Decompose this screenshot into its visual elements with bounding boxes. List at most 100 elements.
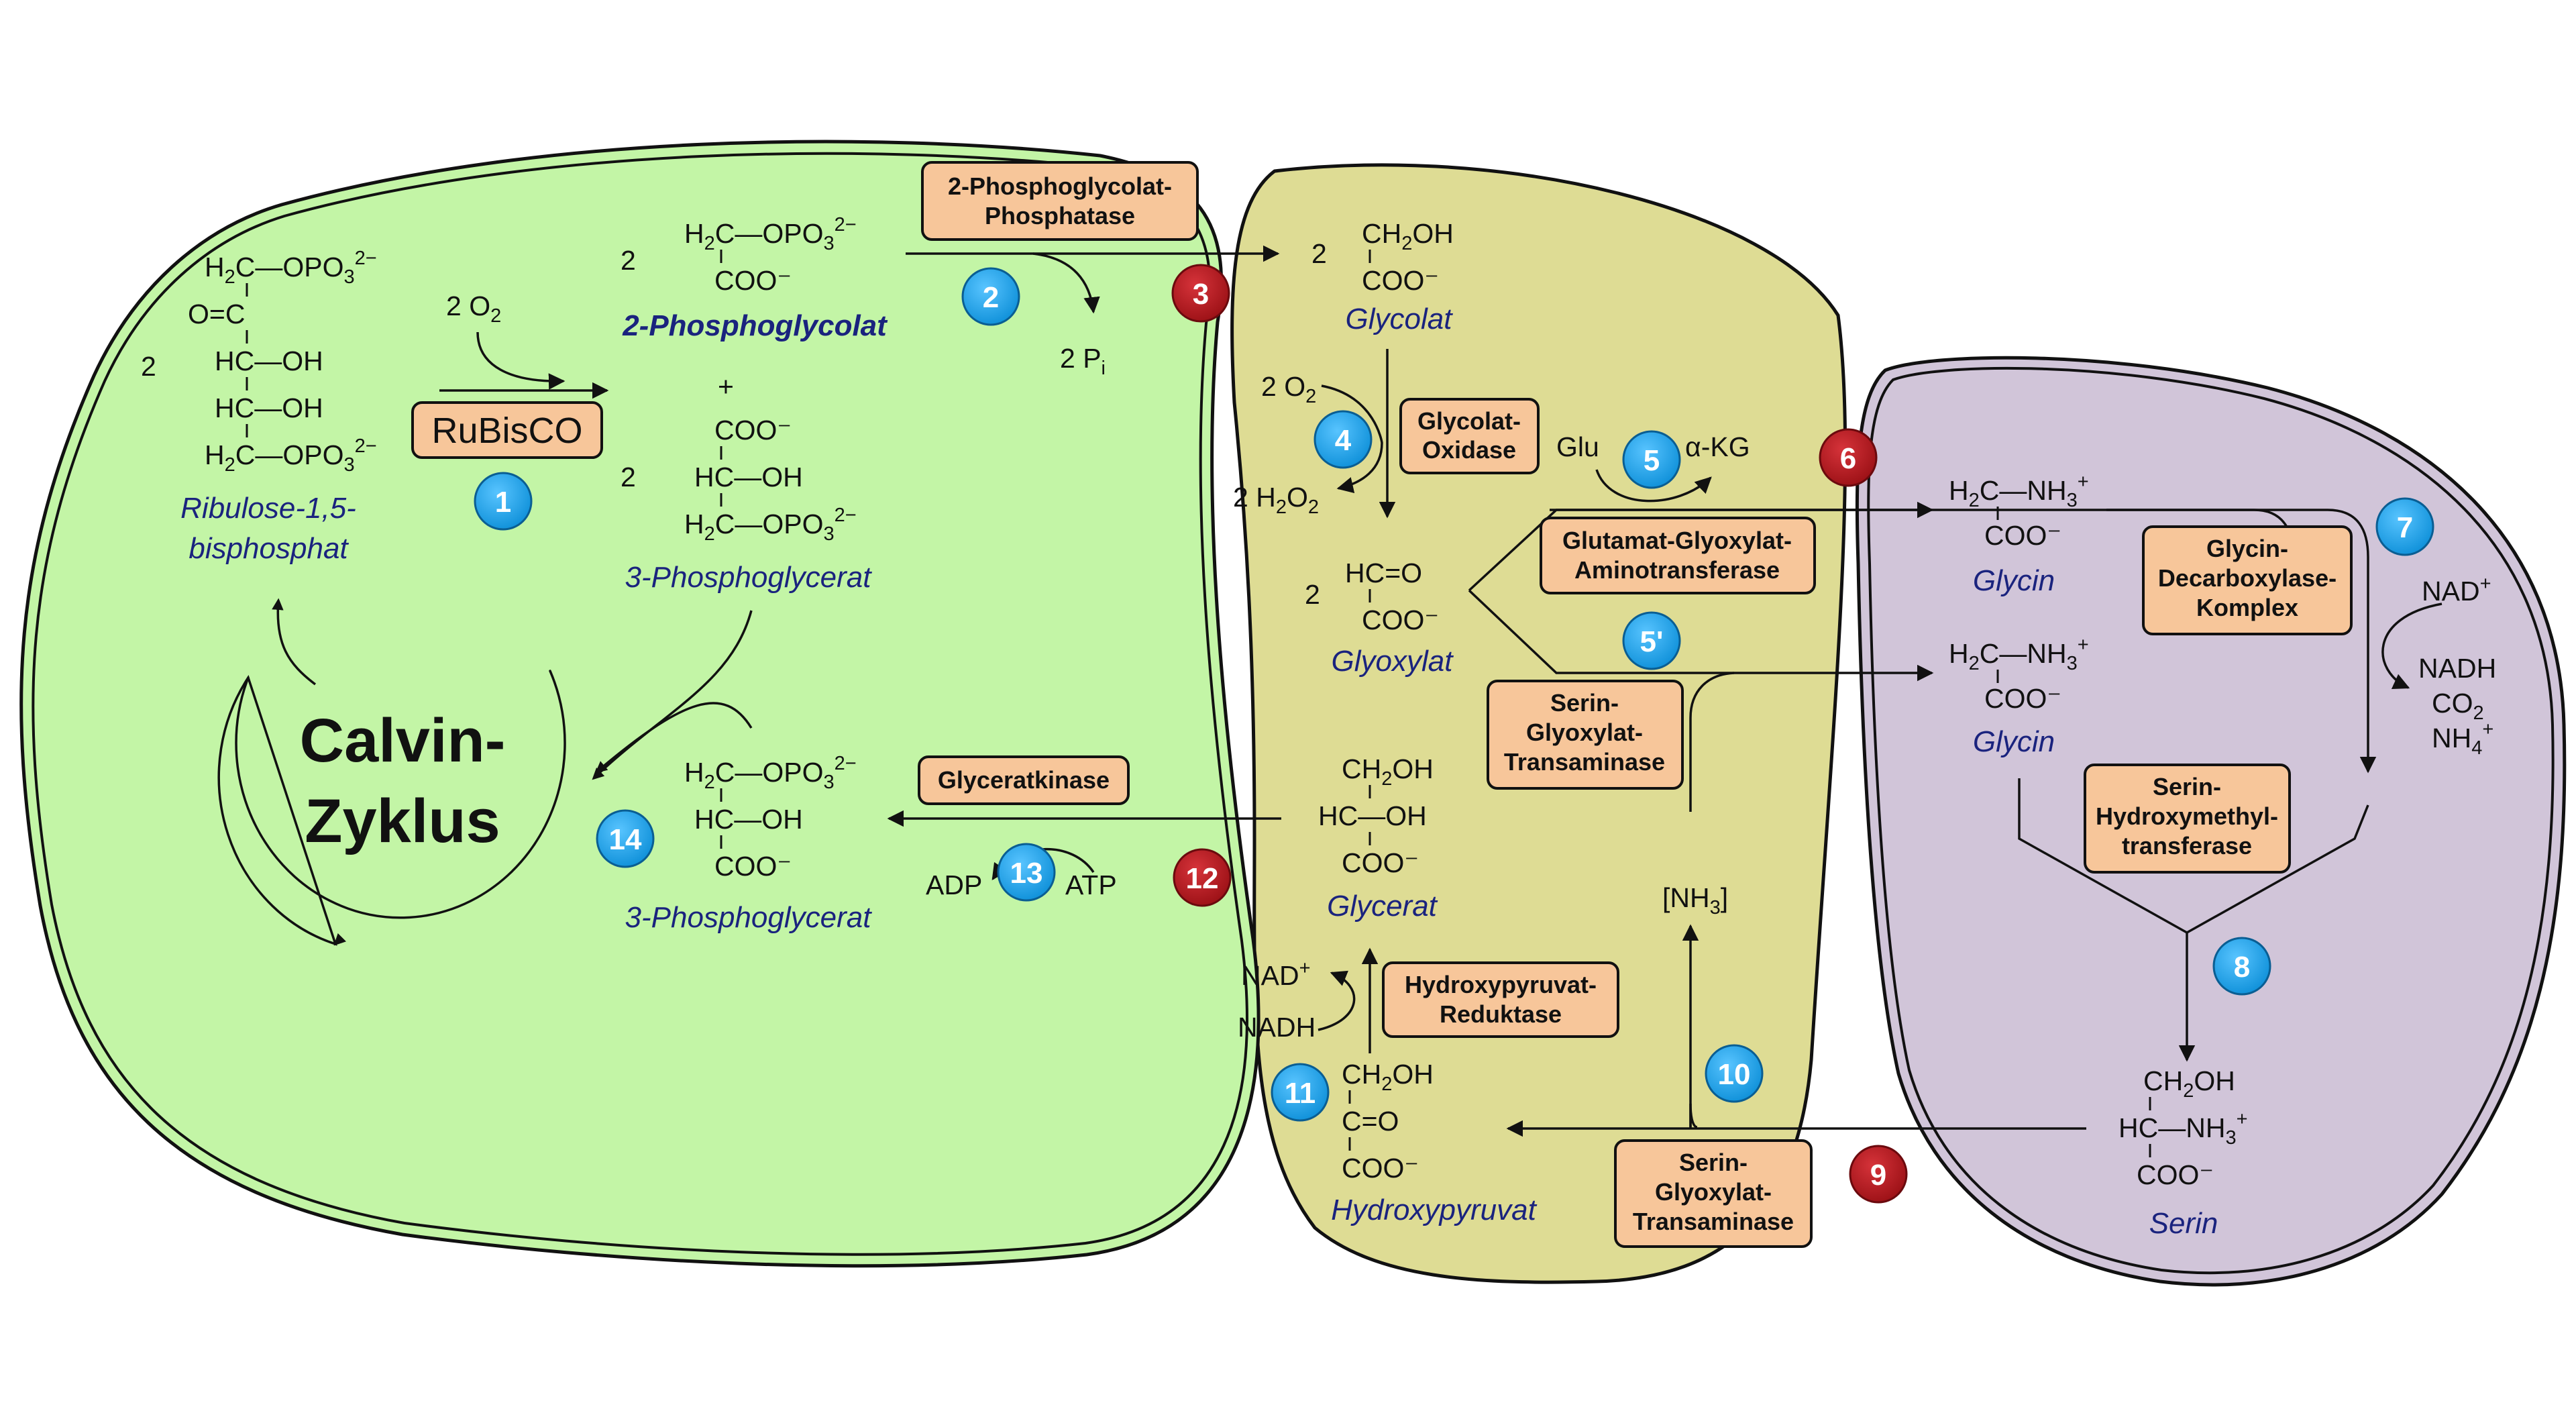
step-5-prime: 5' xyxy=(1622,611,1681,670)
enzyme-shmt: Serin- Hydroxymethyl- transferase xyxy=(2084,764,2291,874)
compound-3pg-top: + 2 COO⁻ HC—OH H2C—OPO32− 3-Phosphoglyce… xyxy=(621,371,872,594)
pga-top-line1: COO⁻ xyxy=(714,415,792,445)
enzyme-pgp-line1: 2-Phosphoglycolat- xyxy=(948,172,1172,200)
step-9: 9 xyxy=(1849,1145,1908,1204)
rubp-line3: HC—OH xyxy=(215,346,323,376)
step-7: 7 xyxy=(2375,497,2434,556)
svg-text:13: 13 xyxy=(1010,857,1043,890)
enzyme-glyk-label: Glyceratkinase xyxy=(938,766,1110,794)
svg-text:11: 11 xyxy=(1285,1077,1316,1110)
atp-label: ATP xyxy=(1065,870,1117,900)
enzyme-sgat-top-line1: Serin- xyxy=(1550,689,1619,717)
compound-glyoxylat: 2 HC=O COO⁻ Glyoxylat xyxy=(1305,558,1454,678)
step-14: 14 xyxy=(596,809,655,868)
glycin2-label: Glycin xyxy=(1973,725,2055,758)
pg2-coefficient: 2 xyxy=(621,245,636,276)
akg-label: α-KG xyxy=(1685,431,1750,462)
enzyme-shmt-line3: transferase xyxy=(2122,832,2252,859)
glycin2-line1: H2C—NH3+ xyxy=(1949,634,2089,674)
enzyme-go: Glycolat- Oxidase xyxy=(1399,398,1540,474)
nad-hpr: NAD+ xyxy=(1241,957,1311,991)
compound-3pg-bottom: H2C—OPO32− HC—OH COO⁻ 3-Phosphoglycerat xyxy=(625,753,873,934)
rubp-line5: H2C—OPO32− xyxy=(205,435,377,476)
calvin-title-line2: Zyklus xyxy=(305,787,500,855)
enzyme-sgat-top-line2: Glyoxylat- xyxy=(1526,719,1643,746)
enzyme-sgat-bottom-line3: Transaminase xyxy=(1633,1208,1794,1235)
rubisco-label: RuBisCO xyxy=(431,411,582,451)
serin-line2: HC—NH3+ xyxy=(2118,1108,2248,1149)
adp-label: ADP xyxy=(926,870,982,900)
glyoxylat-line2: COO⁻ xyxy=(1362,605,1439,635)
compound-serin: CH2OH HC—NH3+ COO⁻ Serin xyxy=(2118,1065,2248,1240)
step-4: 4 xyxy=(1313,410,1373,469)
svg-text:7: 7 xyxy=(2397,511,2413,544)
enzyme-sgat-bottom-line1: Serin- xyxy=(1679,1149,1748,1176)
serin-line1: CH2OH xyxy=(2143,1065,2235,1102)
rubp-label-line2: bisphosphat xyxy=(189,532,349,565)
enzyme-sgat-bottom-line2: Glyoxylat- xyxy=(1655,1178,1772,1206)
step-6: 6 xyxy=(1819,428,1878,487)
pga-top-label: 3-Phosphoglycerat xyxy=(625,561,873,594)
svg-text:3: 3 xyxy=(1193,278,1209,311)
pga-bottom-line1: H2C—OPO32− xyxy=(684,753,857,793)
step-10: 10 xyxy=(1705,1044,1764,1103)
glycerat-label: Glycerat xyxy=(1327,890,1438,923)
svg-text:6: 6 xyxy=(1840,442,1856,475)
glycolat-coefficient: 2 xyxy=(1311,238,1327,269)
enzyme-hpr: Hydroxypyruvat- Reduktase xyxy=(1382,961,1619,1038)
pg2-line1: H2C—OPO32− xyxy=(684,214,857,254)
hydroxypyruvat-label: Hydroxypyruvat xyxy=(1331,1194,1537,1226)
glyoxylat-coefficient: 2 xyxy=(1305,579,1320,610)
glycin2-line2: COO⁻ xyxy=(1984,683,2061,714)
nh4-gdc: NH4+ xyxy=(2432,719,2493,759)
calvin-cycle: Calvin- Zyklus xyxy=(217,670,566,944)
svg-text:10: 10 xyxy=(1718,1058,1751,1091)
step-3: 3 xyxy=(1171,264,1230,323)
glycerat-line2: HC—OH xyxy=(1318,800,1427,831)
compound-rubp: 2 H2C—OPO32− O=C HC—OH HC—OH H2C—OPO32− … xyxy=(141,248,377,565)
hydroxypyruvat-line3: COO⁻ xyxy=(1342,1153,1419,1184)
pga-bottom-label: 3-Phosphoglycerat xyxy=(625,901,873,934)
glycerat-line3: COO⁻ xyxy=(1342,847,1419,878)
rubp-label-line1: Ribulose-1,5- xyxy=(180,492,356,525)
nad-gdc: NAD+ xyxy=(2422,573,2491,607)
h2o2-step4: 2 H2O2 xyxy=(1233,482,1319,518)
enzyme-gdc-line3: Komplex xyxy=(2196,594,2298,621)
rubp-line1: H2C—OPO32− xyxy=(205,248,377,288)
step-12: 12 xyxy=(1173,848,1232,907)
step-8: 8 xyxy=(2212,937,2271,996)
enzyme-sgat-bottom: Serin- Glyoxylat- Transaminase xyxy=(1614,1139,1813,1248)
enzyme-go-line2: Oxidase xyxy=(1422,436,1516,464)
compound-glycin-1: H2C—NH3+ COO⁻ Glycin xyxy=(1949,471,2089,597)
pga-top-line2: HC—OH xyxy=(694,462,803,492)
calvin-title-line1: Calvin- xyxy=(300,706,506,775)
compound-glycerat: CH2OH HC—OH COO⁻ Glycerat xyxy=(1318,753,1438,923)
pg2-label: 2-Phosphoglycolat xyxy=(622,309,888,342)
nadh-gdc: NADH xyxy=(2418,653,2496,684)
pga-bottom-line3: COO⁻ xyxy=(714,851,792,882)
serin-label: Serin xyxy=(2149,1207,2218,1240)
pga-top-coefficient: 2 xyxy=(621,462,636,492)
compound-glycin-2: H2C—NH3+ COO⁻ Glycin xyxy=(1949,634,2089,758)
pga-top-plus: + xyxy=(718,371,734,402)
pg2-line2: COO⁻ xyxy=(714,265,792,296)
nh3-label: [NH3] xyxy=(1662,882,1728,919)
rubisco: 2 O2 RuBisCO xyxy=(411,291,609,459)
enzyme-go-line1: Glycolat- xyxy=(1417,407,1521,435)
co2-gdc: CO2 xyxy=(2432,688,2484,724)
enzyme-hpr-line2: Reduktase xyxy=(1440,1000,1562,1028)
step-13: 13 xyxy=(997,843,1056,902)
serin-line3: COO⁻ xyxy=(2137,1159,2214,1190)
enzyme-sgat-top: Serin- Glyoxylat- Transaminase xyxy=(1487,680,1684,790)
enzyme-sgat-top-line3: Transaminase xyxy=(1504,748,1665,776)
rubp-coefficient: 2 xyxy=(141,351,156,382)
svg-text:4: 4 xyxy=(1335,424,1352,457)
compound-glycolat: 2 CH2OH COO⁻ Glycolat xyxy=(1311,218,1454,335)
glycolat-line1: CH2OH xyxy=(1362,218,1454,254)
hydroxypyruvat-line1: CH2OH xyxy=(1342,1059,1434,1095)
step-11: 11 xyxy=(1271,1063,1330,1122)
enzyme-hpr-line1: Hydroxypyruvat- xyxy=(1405,971,1597,998)
enzyme-glyk: Glyceratkinase xyxy=(918,755,1130,805)
svg-text:2: 2 xyxy=(983,281,999,314)
glu-label: Glu xyxy=(1556,431,1599,462)
